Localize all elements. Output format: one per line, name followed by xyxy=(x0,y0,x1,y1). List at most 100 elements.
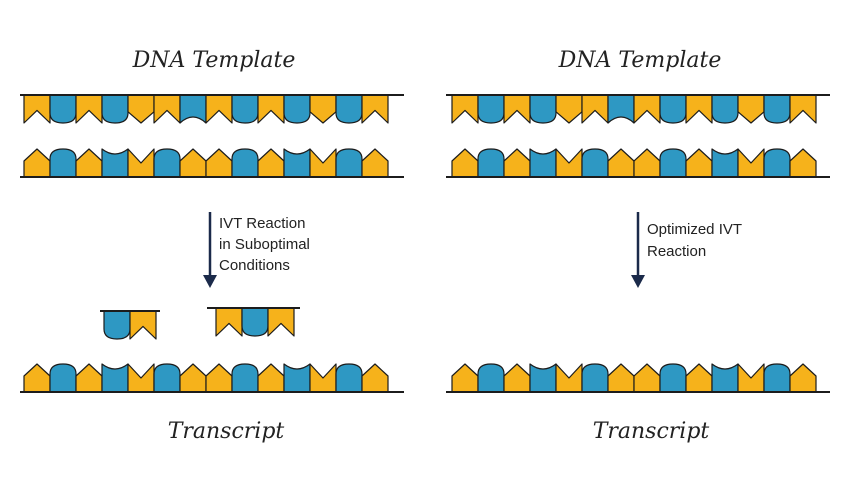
left-top-nucleotide xyxy=(205,94,233,124)
left-transcript-nucleotide xyxy=(75,363,103,393)
left-bottom-nucleotide xyxy=(283,148,311,178)
left-bottom-nucleotide xyxy=(179,148,207,178)
left-bottom-nucleotide xyxy=(49,148,77,178)
left-transcript-nucleotide xyxy=(153,363,181,393)
right-bottom-nucleotide xyxy=(451,148,479,178)
left-frag-b-nucleotide xyxy=(241,307,269,337)
left-transcript-nucleotide xyxy=(283,363,311,393)
left-top-nucleotide xyxy=(153,94,181,124)
left-template-bottom-strand xyxy=(20,148,404,178)
left-process-arrow xyxy=(203,212,217,288)
left-top-nucleotide xyxy=(257,94,285,124)
right-transcript-nucleotide xyxy=(477,363,505,393)
right-process-label-line-1: Optimized IVT xyxy=(647,221,742,238)
right-top-nucleotide xyxy=(685,94,713,124)
right-bottom-nucleotide xyxy=(477,148,505,178)
right-bottom-nucleotide xyxy=(789,148,817,178)
right-transcript-nucleotide xyxy=(581,363,609,393)
left-transcript-strand xyxy=(20,363,404,393)
right-template-title: DNA Template xyxy=(558,48,722,73)
right-transcript-title: Transcript xyxy=(593,419,710,444)
left-transcript-nucleotide xyxy=(49,363,77,393)
right-transcript-nucleotide xyxy=(763,363,791,393)
left-process-label-line-3: Conditions xyxy=(219,257,290,274)
right-process-label-line-2: Reaction xyxy=(647,243,706,260)
left-transcript-nucleotide xyxy=(127,363,155,393)
left-abortive-fragment-long xyxy=(207,307,300,337)
left-bottom-nucleotide xyxy=(75,148,103,178)
left-top-nucleotide xyxy=(23,94,51,124)
left-process-label-line-1: IVT Reaction xyxy=(219,215,305,232)
right-transcript-nucleotide xyxy=(685,363,713,393)
left-frag-a-nucleotide xyxy=(103,310,131,340)
left-top-nucleotide xyxy=(127,94,155,124)
right-template-bottom-strand xyxy=(446,148,830,178)
right-transcript-nucleotide xyxy=(451,363,479,393)
left-top-nucleotide xyxy=(335,94,363,124)
left-top-nucleotide xyxy=(231,94,259,124)
left-transcript-nucleotide xyxy=(101,363,129,393)
right-transcript-nucleotide xyxy=(789,363,817,393)
right-top-nucleotide xyxy=(451,94,479,124)
left-transcript-nucleotide xyxy=(23,363,51,393)
right-top-nucleotide xyxy=(607,94,635,124)
right-bottom-nucleotide xyxy=(529,148,557,178)
left-bottom-nucleotide xyxy=(205,148,233,178)
left-bottom-nucleotide xyxy=(23,148,51,178)
right-top-nucleotide xyxy=(789,94,817,124)
right-bottom-nucleotide xyxy=(581,148,609,178)
left-bottom-nucleotide xyxy=(231,148,259,178)
left-top-nucleotide xyxy=(283,94,311,124)
right-transcript-nucleotide xyxy=(659,363,687,393)
left-abortive-fragment-short xyxy=(100,310,160,340)
right-bottom-nucleotide xyxy=(763,148,791,178)
right-top-nucleotide xyxy=(763,94,791,124)
left-transcript-nucleotide xyxy=(257,363,285,393)
right-transcript-nucleotide xyxy=(711,363,739,393)
right-top-nucleotide xyxy=(633,94,661,124)
right-panel: DNA Template Optimized IVT Reaction Tran… xyxy=(446,48,830,444)
left-bottom-nucleotide xyxy=(361,148,389,178)
left-bottom-nucleotide xyxy=(335,148,363,178)
right-bottom-nucleotide xyxy=(711,148,739,178)
left-bottom-nucleotide xyxy=(153,148,181,178)
left-transcript-nucleotide xyxy=(205,363,233,393)
right-top-nucleotide xyxy=(477,94,505,124)
right-top-nucleotide xyxy=(555,94,583,124)
left-panel: DNA Template IVT Reaction in Suboptimal … xyxy=(20,48,404,444)
left-top-nucleotide xyxy=(179,94,207,124)
left-bottom-nucleotide xyxy=(127,148,155,178)
left-top-nucleotide xyxy=(309,94,337,124)
left-bottom-nucleotide xyxy=(257,148,285,178)
left-top-nucleotide xyxy=(49,94,77,124)
right-top-nucleotide xyxy=(737,94,765,124)
right-transcript-nucleotide xyxy=(555,363,583,393)
left-transcript-nucleotide xyxy=(179,363,207,393)
right-transcript-nucleotide xyxy=(503,363,531,393)
left-frag-b-nucleotide xyxy=(215,307,243,337)
left-bottom-nucleotide xyxy=(309,148,337,178)
right-top-nucleotide xyxy=(503,94,531,124)
right-top-nucleotide xyxy=(659,94,687,124)
left-transcript-nucleotide xyxy=(309,363,337,393)
right-template-top-strand xyxy=(446,94,830,124)
left-bottom-nucleotide xyxy=(101,148,129,178)
right-transcript-nucleotide xyxy=(529,363,557,393)
right-transcript-strand xyxy=(446,363,830,393)
right-process-arrow xyxy=(631,212,645,288)
right-transcript-nucleotide xyxy=(737,363,765,393)
right-bottom-nucleotide xyxy=(737,148,765,178)
right-bottom-nucleotide xyxy=(659,148,687,178)
left-template-title: DNA Template xyxy=(132,48,296,73)
left-top-nucleotide xyxy=(75,94,103,124)
right-bottom-nucleotide xyxy=(503,148,531,178)
left-transcript-title: Transcript xyxy=(168,419,285,444)
right-transcript-nucleotide xyxy=(633,363,661,393)
left-transcript-nucleotide xyxy=(231,363,259,393)
right-bottom-nucleotide xyxy=(685,148,713,178)
left-template-top-strand xyxy=(20,94,404,124)
left-process-label-line-2: in Suboptimal xyxy=(219,236,310,253)
right-bottom-nucleotide xyxy=(607,148,635,178)
left-frag-b-nucleotide xyxy=(267,307,295,337)
